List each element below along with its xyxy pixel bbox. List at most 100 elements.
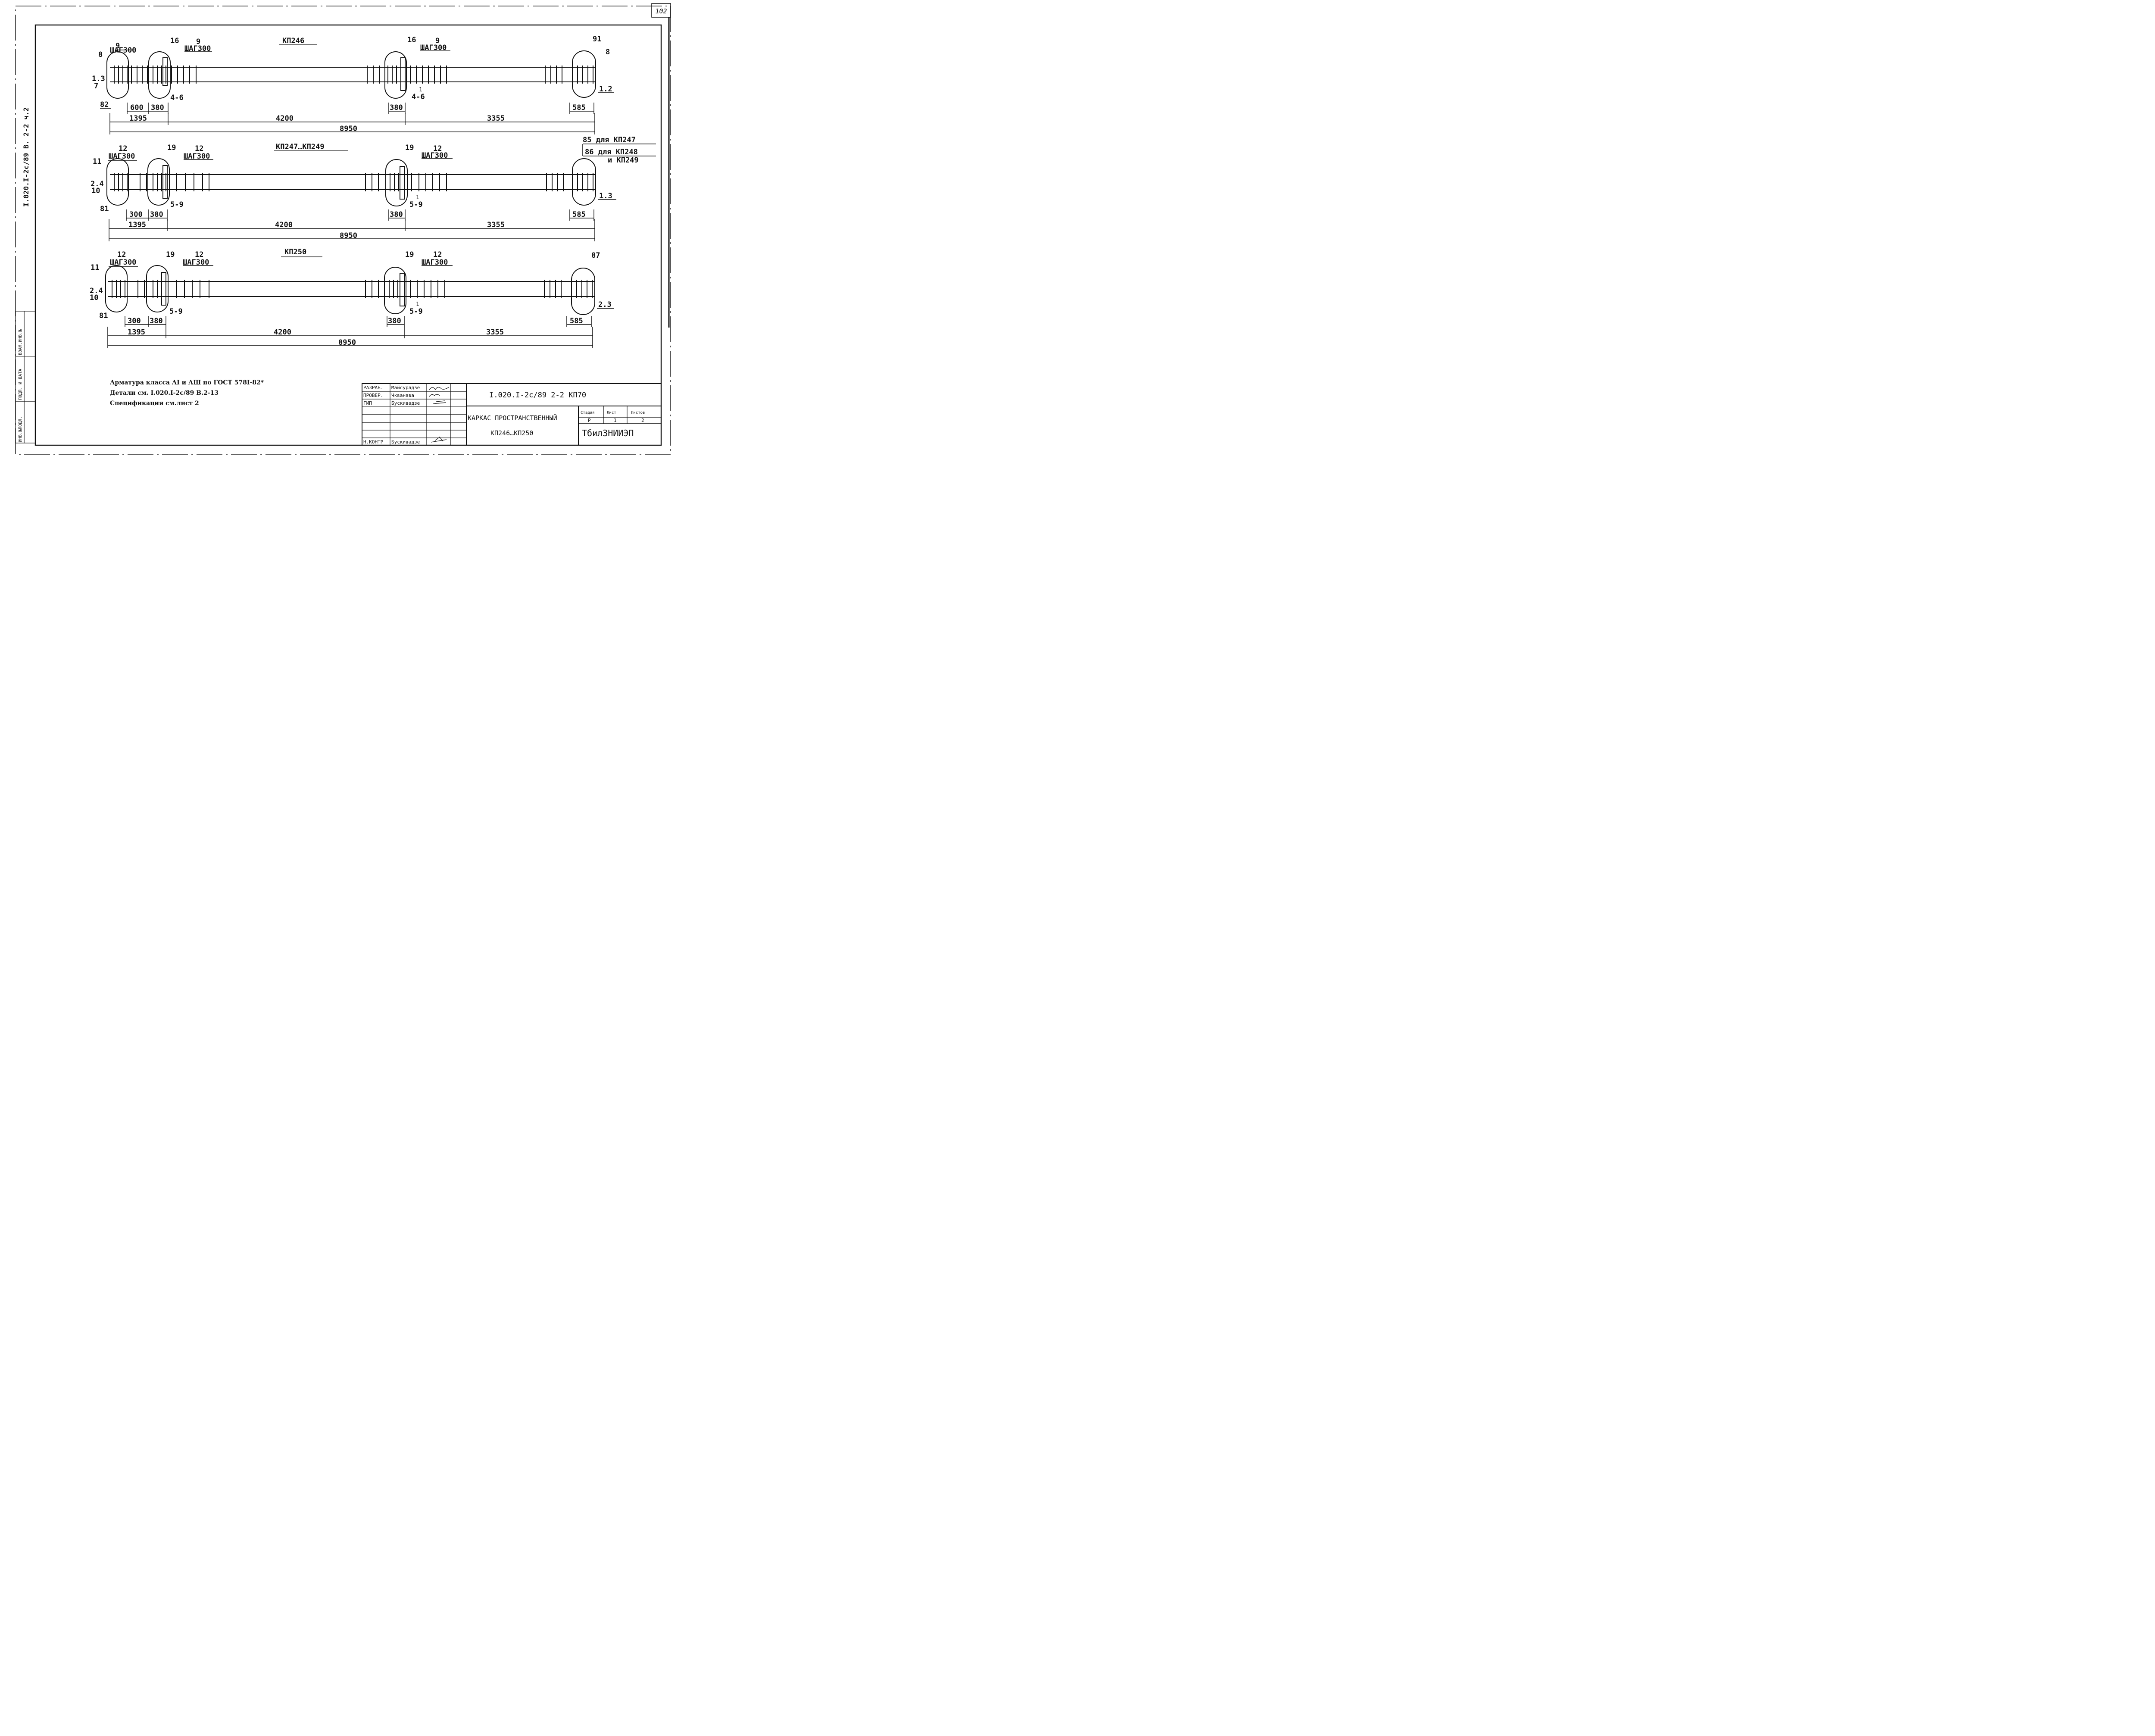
callout: 1.3 bbox=[599, 192, 612, 200]
role-label: ГИП bbox=[363, 400, 372, 406]
dim: 4200 bbox=[276, 114, 294, 123]
cage-title: КП250 bbox=[284, 248, 306, 256]
stirrups bbox=[114, 173, 593, 191]
sub-dim: 585 bbox=[572, 103, 586, 112]
name-label: Чкванава bbox=[391, 393, 414, 398]
callout: ШАГ300 bbox=[184, 44, 211, 53]
role-label: ПРОВЕР. bbox=[363, 393, 383, 398]
doc-code: I.020.I-2с/89 2-2 КП70 bbox=[489, 391, 586, 400]
cage-kp250: КП250 12 ША bbox=[90, 248, 614, 348]
callout: 10 bbox=[90, 293, 98, 302]
sub-dim: 300 bbox=[128, 317, 141, 325]
callout: 16 bbox=[407, 36, 416, 44]
dim: 1395 bbox=[129, 114, 147, 123]
callout: 2.4 bbox=[91, 180, 104, 188]
cage-kp246: КП246 bbox=[92, 35, 614, 134]
callout: 81 bbox=[99, 312, 108, 320]
callout: ШАГ300 bbox=[422, 258, 448, 267]
total-dim: 8950 bbox=[338, 338, 356, 347]
sub-dim: 380 bbox=[150, 317, 163, 325]
callout: 11 bbox=[93, 157, 101, 166]
outer-frame bbox=[15, 6, 671, 455]
notes: Арматура класса АI и АШ по ГОСТ 578I-82*… bbox=[110, 379, 264, 407]
callout: 1 bbox=[419, 87, 422, 93]
cage-title: КП247…КП249 bbox=[276, 143, 325, 151]
total-dim: 8950 bbox=[340, 231, 357, 240]
title-line-2: КП246…КП250 bbox=[490, 429, 533, 437]
dim: 3355 bbox=[487, 221, 505, 229]
stamp-replace-label: ВЗАМ.ИНВ.№ bbox=[18, 329, 23, 355]
cage-kp247-kp249: КП247…КП249 bbox=[91, 136, 656, 241]
dim: 4200 bbox=[274, 328, 291, 337]
callout: 87 bbox=[591, 251, 600, 260]
note-line: Детали см. I.020.I-2с/89 В.2-13 bbox=[110, 390, 219, 397]
sub-dim: 380 bbox=[390, 210, 403, 219]
callout: ШАГ300 bbox=[420, 44, 447, 52]
name-label: Майсурадзе bbox=[391, 385, 420, 390]
callout: 10 bbox=[91, 187, 100, 195]
stage-header: Стадия bbox=[581, 411, 595, 415]
role-label: РАЗРАБ. bbox=[363, 385, 383, 390]
callout: 5-9 bbox=[169, 307, 183, 316]
name-label: Бускивадзе bbox=[391, 400, 420, 406]
main-dim-line bbox=[109, 219, 595, 241]
cage-title: КП246 bbox=[282, 37, 304, 45]
stamp-inv-label: ИНВ.№ПОДЛ. bbox=[18, 416, 23, 442]
callout: 1 bbox=[416, 301, 419, 308]
dim: 3355 bbox=[486, 328, 504, 337]
sheets-value: 2 bbox=[641, 418, 644, 423]
callout: 82 bbox=[100, 100, 109, 109]
stirrups bbox=[114, 66, 593, 84]
callout: 12 bbox=[195, 144, 203, 153]
page-number: 102 bbox=[655, 7, 667, 15]
callout: 19 bbox=[405, 144, 414, 152]
callout: 12 bbox=[117, 250, 126, 259]
sub-dim: 600 bbox=[130, 103, 144, 112]
callout: 9 bbox=[116, 42, 120, 50]
callout: ШАГ300 bbox=[422, 151, 448, 160]
sheet-header: Лист bbox=[607, 411, 616, 415]
callout: 11 bbox=[91, 263, 99, 272]
sub-dim: 585 bbox=[570, 317, 583, 325]
callout: 8 bbox=[98, 50, 103, 59]
inner-frame bbox=[34, 24, 662, 446]
side-stamp-column: ИНВ.№ПОДЛ. ПОДП. И ДАТА ВЗАМ.ИНВ.№ bbox=[15, 311, 36, 443]
title-block: РАЗРАБ. ПРОВЕР. ГИП Н.КОНТР Майсурадзе Ч… bbox=[362, 383, 662, 446]
callout: 7 bbox=[94, 82, 98, 91]
callout: 19 bbox=[166, 250, 175, 259]
drawing-sheet: 102 I.020.I-2c/89 В. 2-2 ч.2 ИНВ.№ПОДЛ. … bbox=[0, 0, 675, 473]
callout: 12 bbox=[119, 144, 127, 153]
right-label: 86 для КП248 bbox=[585, 148, 638, 156]
callout: 19 bbox=[167, 144, 176, 152]
dim: 1395 bbox=[128, 221, 146, 229]
role-label: Н.КОНТР bbox=[363, 439, 384, 445]
note-line: Арматура класса АI и АШ по ГОСТ 578I-82* bbox=[110, 379, 264, 386]
callout: 9 bbox=[196, 37, 200, 46]
callout: 5-9 bbox=[170, 200, 184, 209]
callout: 81 bbox=[100, 205, 109, 213]
right-label: 85 для КП247 bbox=[583, 136, 636, 144]
sheets-header: Листов bbox=[631, 411, 645, 415]
callout: 12 bbox=[433, 250, 442, 259]
total-dim: 8950 bbox=[340, 125, 357, 133]
sub-dim-line bbox=[126, 209, 594, 221]
sub-dim: 380 bbox=[150, 210, 163, 219]
right-label: и КП249 bbox=[608, 156, 639, 165]
callout: 1 bbox=[416, 194, 419, 201]
dim: 3355 bbox=[487, 114, 505, 123]
callout: 91 bbox=[593, 35, 601, 44]
callout: 19 bbox=[405, 250, 414, 259]
sub-dim-line bbox=[127, 103, 594, 114]
callout: ШАГ300 bbox=[183, 258, 209, 267]
callout: 2.4 bbox=[90, 287, 103, 295]
signature-marks bbox=[429, 387, 450, 443]
sub-dim: 380 bbox=[151, 103, 164, 112]
callout: 16 bbox=[170, 37, 179, 45]
main-dim-line bbox=[109, 113, 595, 134]
callout: ШАГ300 bbox=[110, 46, 136, 55]
note-line: Спецификация см.лист 2 bbox=[110, 400, 199, 407]
callout: 8 bbox=[606, 48, 610, 56]
dim: 1395 bbox=[128, 328, 145, 337]
callout: ШАГ300 bbox=[109, 152, 135, 161]
callout: 9 bbox=[435, 37, 440, 45]
